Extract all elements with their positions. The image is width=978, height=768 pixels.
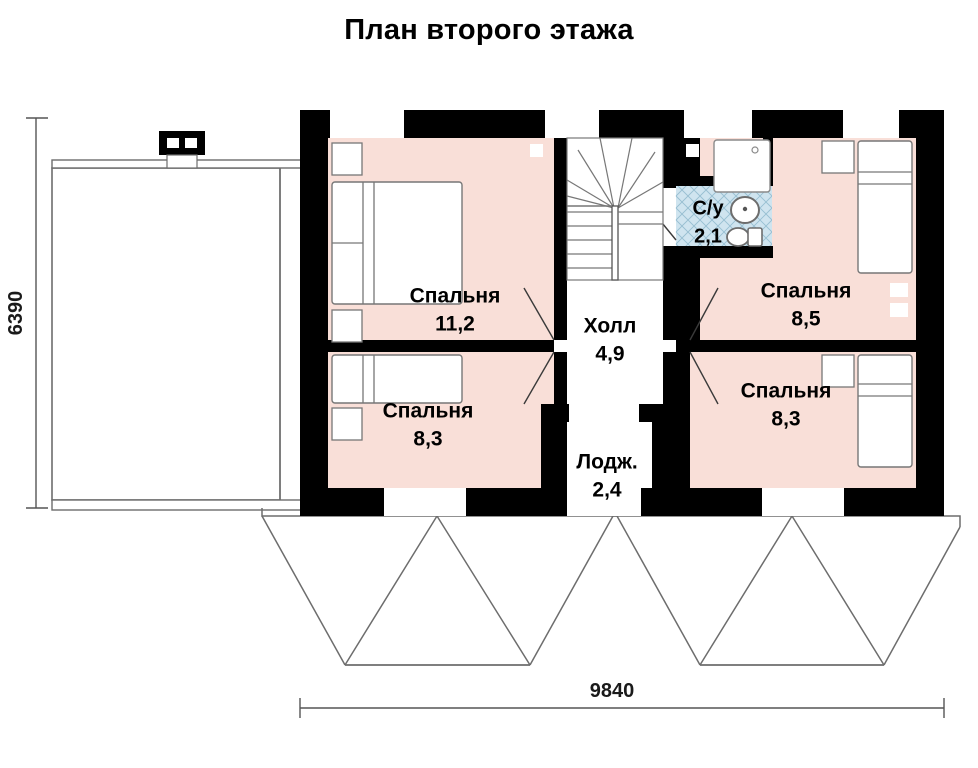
furniture-bedroom-lower-right: [821, 354, 913, 468]
room-label-bedroom-main-area: 11,2: [435, 313, 475, 336]
room-label-bedroom-lower-right-area: 8,3: [771, 408, 800, 431]
room-loggia: [567, 416, 641, 500]
nightstand-icon: [821, 354, 855, 388]
room-label-bedroom-lower-left-name: Спальня: [383, 400, 474, 423]
nightstand-icon: [331, 309, 363, 343]
window-top-4: [843, 110, 899, 138]
door-bedroom-upper-right: [689, 287, 719, 341]
room-labels: Спальня 11,2 Спальня 8,3 Холл 4,9 С/у 2,…: [383, 197, 852, 501]
bed-icon: [331, 354, 463, 404]
nightstand-icon: [331, 407, 363, 441]
bed-icon: [857, 354, 913, 468]
window-bottom-1: [384, 488, 466, 516]
door-bedroom-lower-right: [689, 351, 719, 405]
window-top-3: [684, 110, 752, 138]
furniture-bedroom-lower-left: [331, 354, 463, 441]
shower-tray-icon: [713, 139, 771, 193]
window-top-2: [545, 110, 599, 138]
room-label-hall-area: 4,9: [595, 343, 624, 366]
dimension-height-label: 6390: [5, 291, 27, 336]
room-label-bathroom-area: 2,1: [694, 225, 722, 247]
dimension-height: 6390: [5, 117, 48, 509]
roof-overhang: [261, 508, 961, 666]
door-bedroom-main: [523, 287, 555, 341]
nightstand-icon: [821, 140, 855, 174]
furniture-bedroom-main: [331, 142, 463, 343]
dimension-width-label: 9840: [590, 680, 635, 702]
room-label-bedroom-lower-left-area: 8,3: [413, 428, 442, 451]
windows: [330, 110, 899, 516]
winder-staircase-icon: [566, 137, 664, 281]
door-bedroom-lower-left: [523, 351, 555, 405]
nightstand-icon: [331, 142, 363, 176]
room-label-bathroom-name: С/у: [692, 197, 724, 219]
adjacent-roof-outline: [51, 159, 304, 511]
furniture-bedroom-upper-right: [821, 140, 913, 274]
room-label-bedroom-upper-right-area: 8,5: [791, 308, 821, 331]
toilet-icon: [726, 227, 750, 247]
dimension-width: 9840: [299, 680, 945, 718]
room-label-hall-name: Холл: [584, 315, 637, 338]
page-title: План второго этажа: [344, 14, 634, 46]
wall-vent-marks: [530, 144, 908, 317]
chimney-icon: [159, 131, 205, 169]
window-bottom-3: [762, 488, 844, 516]
room-label-bedroom-upper-right-name: Спальня: [761, 280, 852, 303]
bed-icon: [857, 140, 913, 274]
window-bottom-2: [567, 488, 641, 516]
room-label-loggia-name: Лодж.: [576, 451, 637, 474]
window-top-1: [330, 110, 404, 138]
room-label-bedroom-main-name: Спальня: [410, 285, 501, 308]
bathroom-fixtures: [713, 139, 771, 247]
room-label-bedroom-lower-right-name: Спальня: [741, 380, 832, 403]
room-label-loggia-area: 2,4: [592, 479, 622, 502]
